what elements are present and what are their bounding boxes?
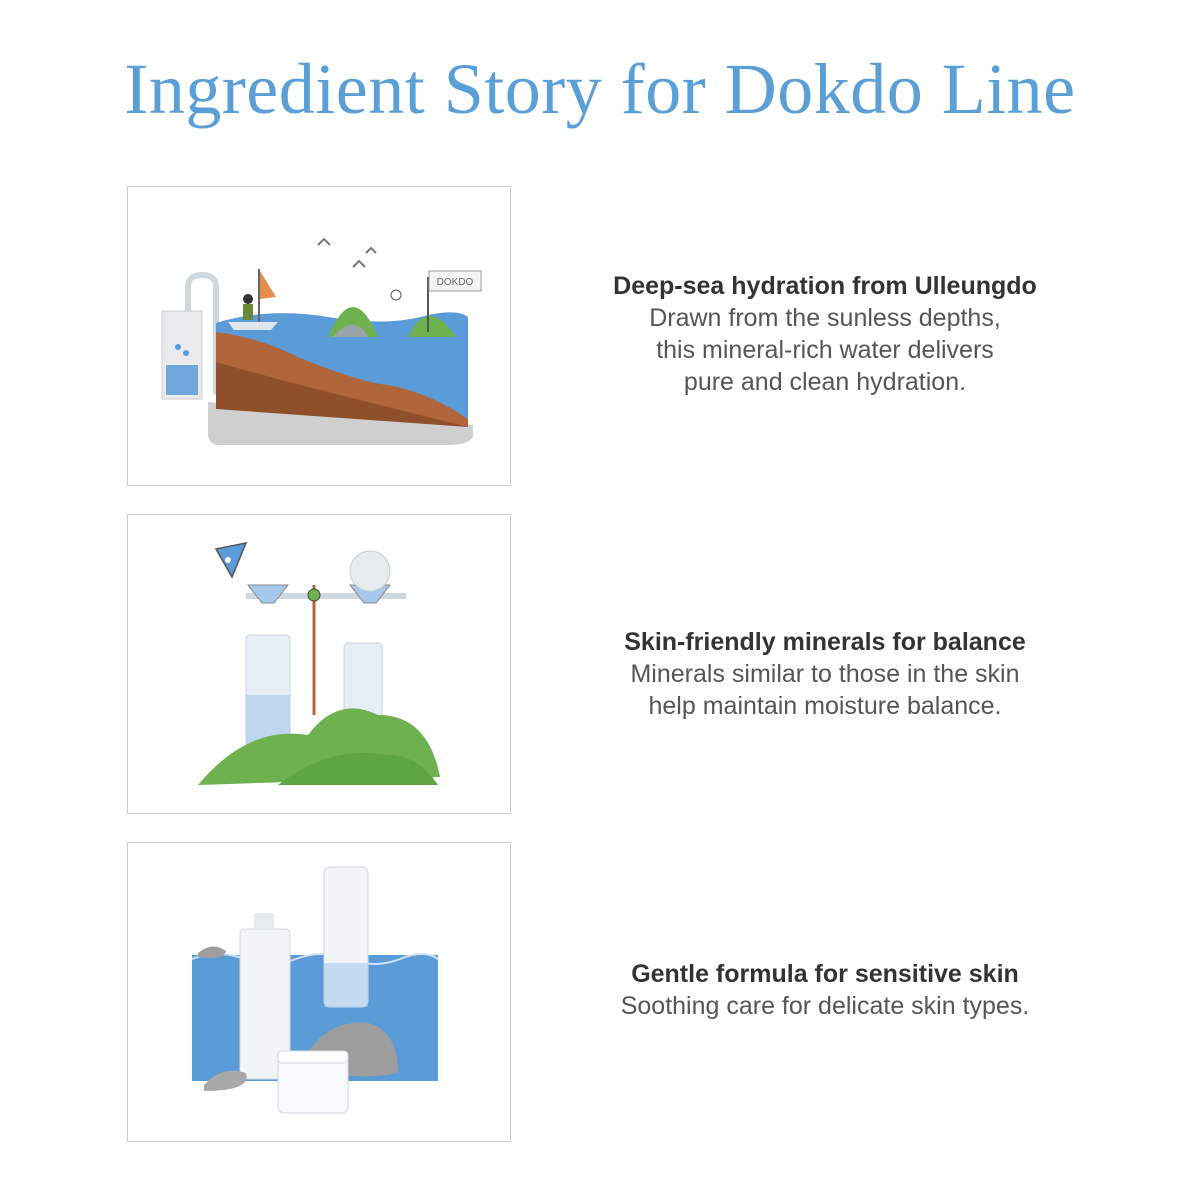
section-3-heading: Gentle formula for sensitive skin xyxy=(631,960,1019,988)
mineral-balance-illustration xyxy=(127,514,511,814)
page-title: Ingredient Story for Dokdo Line xyxy=(124,49,1076,129)
section-3-text: Gentle formula for sensitive skin Soothi… xyxy=(560,958,1090,1022)
section-1-line-3: pure and clean hydration. xyxy=(683,368,967,396)
section-3-line-1: Soothing care for delicate skin types. xyxy=(620,992,1030,1020)
section-2-heading: Skin-friendly minerals for balance xyxy=(624,628,1026,656)
section-2-line-1: Minerals similar to those in the skin xyxy=(630,660,1020,688)
flag-label: DOKDO xyxy=(437,277,474,288)
section-1-text: Deep-sea hydration from Ulleungdo Drawn … xyxy=(560,270,1090,398)
section-2-text: Skin-friendly minerals for balance Miner… xyxy=(560,626,1090,722)
product-lineup-illustration xyxy=(127,842,511,1142)
section-1-heading: Deep-sea hydration from Ulleungdo xyxy=(613,272,1037,300)
section-1-line-2: this mineral-rich water delivers xyxy=(656,336,994,364)
deep-sea-water-illustration: DOKDO xyxy=(127,186,511,486)
section-1-line-1: Drawn from the sunless depths, xyxy=(649,304,1001,332)
section-2-line-2: help maintain moisture balance. xyxy=(648,692,1002,720)
